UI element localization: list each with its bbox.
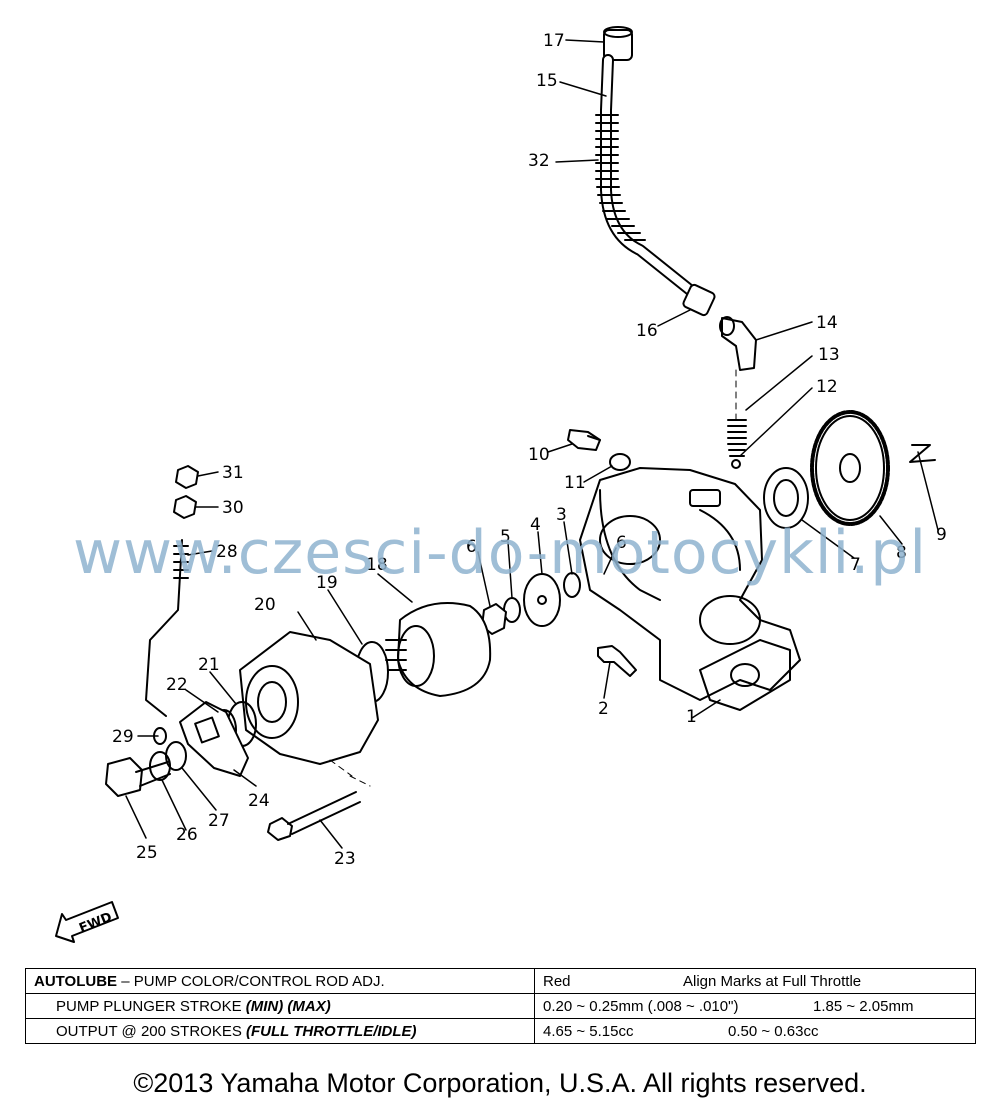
- callout-32: 32: [528, 151, 550, 171]
- callout-5: 5: [500, 527, 511, 547]
- callout-4: 4: [530, 515, 541, 535]
- part-nut-31: [175, 465, 199, 489]
- callout-24: 24: [248, 791, 270, 811]
- part-oil-pipe-15: [600, 54, 696, 296]
- part-bolt-25: [105, 757, 171, 797]
- part-bearing-7: [763, 467, 809, 529]
- part-rod-28: [145, 539, 189, 717]
- part-washer-5: [503, 597, 521, 623]
- callout-6b: 6: [616, 533, 627, 553]
- callout-27: 27: [208, 811, 230, 831]
- part-bolt-2: [597, 645, 637, 677]
- part-gear-8: [810, 410, 890, 526]
- callout-29: 29: [112, 727, 134, 747]
- part-gasket-1: [699, 639, 791, 711]
- callout-7: 7: [850, 555, 861, 575]
- fwd-arrow: FWD: [52, 898, 124, 953]
- callout-13: 13: [818, 345, 840, 365]
- callout-3: 3: [556, 505, 567, 525]
- callout-2: 2: [598, 699, 609, 719]
- callout-23: 23: [334, 849, 356, 869]
- callout-1: 1: [686, 707, 697, 727]
- part-elbow-14: [719, 316, 757, 371]
- callout-25: 25: [136, 843, 158, 863]
- spec-row-stroke: PUMP PLUNGER STROKE (MIN) (MAX) 0.20 ~ 0…: [25, 993, 976, 1019]
- fwd-arrow-icon: FWD: [55, 901, 119, 943]
- part-pump-body: [579, 467, 801, 701]
- callout-6a: 6: [466, 537, 477, 557]
- spec-row-output: OUTPUT @ 200 STROKES (FULL THROTTLE/IDLE…: [25, 1018, 976, 1044]
- callout-16: 16: [636, 321, 658, 341]
- part-cam-18: [385, 602, 492, 697]
- copyright-notice: ©2013 Yamaha Motor Corporation, U.S.A. A…: [133, 1068, 867, 1098]
- callout-12: 12: [816, 377, 838, 397]
- part-clamp-16: [682, 283, 716, 317]
- part-cover-20: [239, 631, 379, 765]
- watermark: www.czesci-do-motocykli.pl: [72, 518, 928, 588]
- part-bolt-10: [567, 429, 601, 451]
- part-spring-32: [595, 114, 646, 241]
- callout-26: 26: [176, 825, 198, 845]
- part-spring-13: [727, 419, 747, 457]
- part-washer-26: [149, 751, 171, 781]
- part-cap-17: [603, 26, 633, 61]
- part-ball-12: [731, 459, 741, 469]
- callout-11: 11: [564, 473, 586, 493]
- part-lever-24: [179, 701, 249, 777]
- callout-8: 8: [896, 543, 907, 563]
- part-nut-30: [173, 495, 197, 519]
- part-cotter-pin-9: [909, 444, 936, 463]
- spec-row2-label: PUMP PLUNGER STROKE (MIN) (MAX): [25, 993, 535, 1019]
- callout-20: 20: [254, 595, 276, 615]
- spec-row3-label: OUTPUT @ 200 STROKES (FULL THROTTLE/IDLE…: [25, 1018, 535, 1044]
- part-washer-11: [609, 453, 631, 471]
- spec-row-header: AUTOLUBE – PUMP COLOR/CONTROL ROD ADJ. R…: [25, 968, 976, 994]
- exploded-parts-diagram: 17 15 32 16 14 13 12 10 11 9 31 30 28 18…: [105, 26, 947, 869]
- callout-18: 18: [366, 555, 388, 575]
- callout-15: 15: [536, 71, 558, 91]
- spec-row1-label: AUTOLUBE – PUMP COLOR/CONTROL ROD ADJ.: [25, 968, 535, 994]
- callout-14: 14: [816, 313, 838, 333]
- callout-17: 17: [543, 31, 565, 51]
- spec-table: AUTOLUBE – PUMP COLOR/CONTROL ROD ADJ. R…: [25, 968, 976, 1044]
- spec-row2-values: 0.20 ~ 0.25mm (.008 ~ .010")1.85 ~ 2.05m…: [534, 993, 976, 1019]
- callout-22: 22: [166, 675, 188, 695]
- callout-21: 21: [198, 655, 220, 675]
- callout-28: 28: [216, 542, 238, 562]
- part-bolt-23: [267, 791, 361, 841]
- callout-19: 19: [316, 573, 338, 593]
- callout-9: 9: [936, 525, 947, 545]
- callout-31: 31: [222, 463, 244, 483]
- callout-30: 30: [222, 498, 244, 518]
- callout-10: 10: [528, 445, 550, 465]
